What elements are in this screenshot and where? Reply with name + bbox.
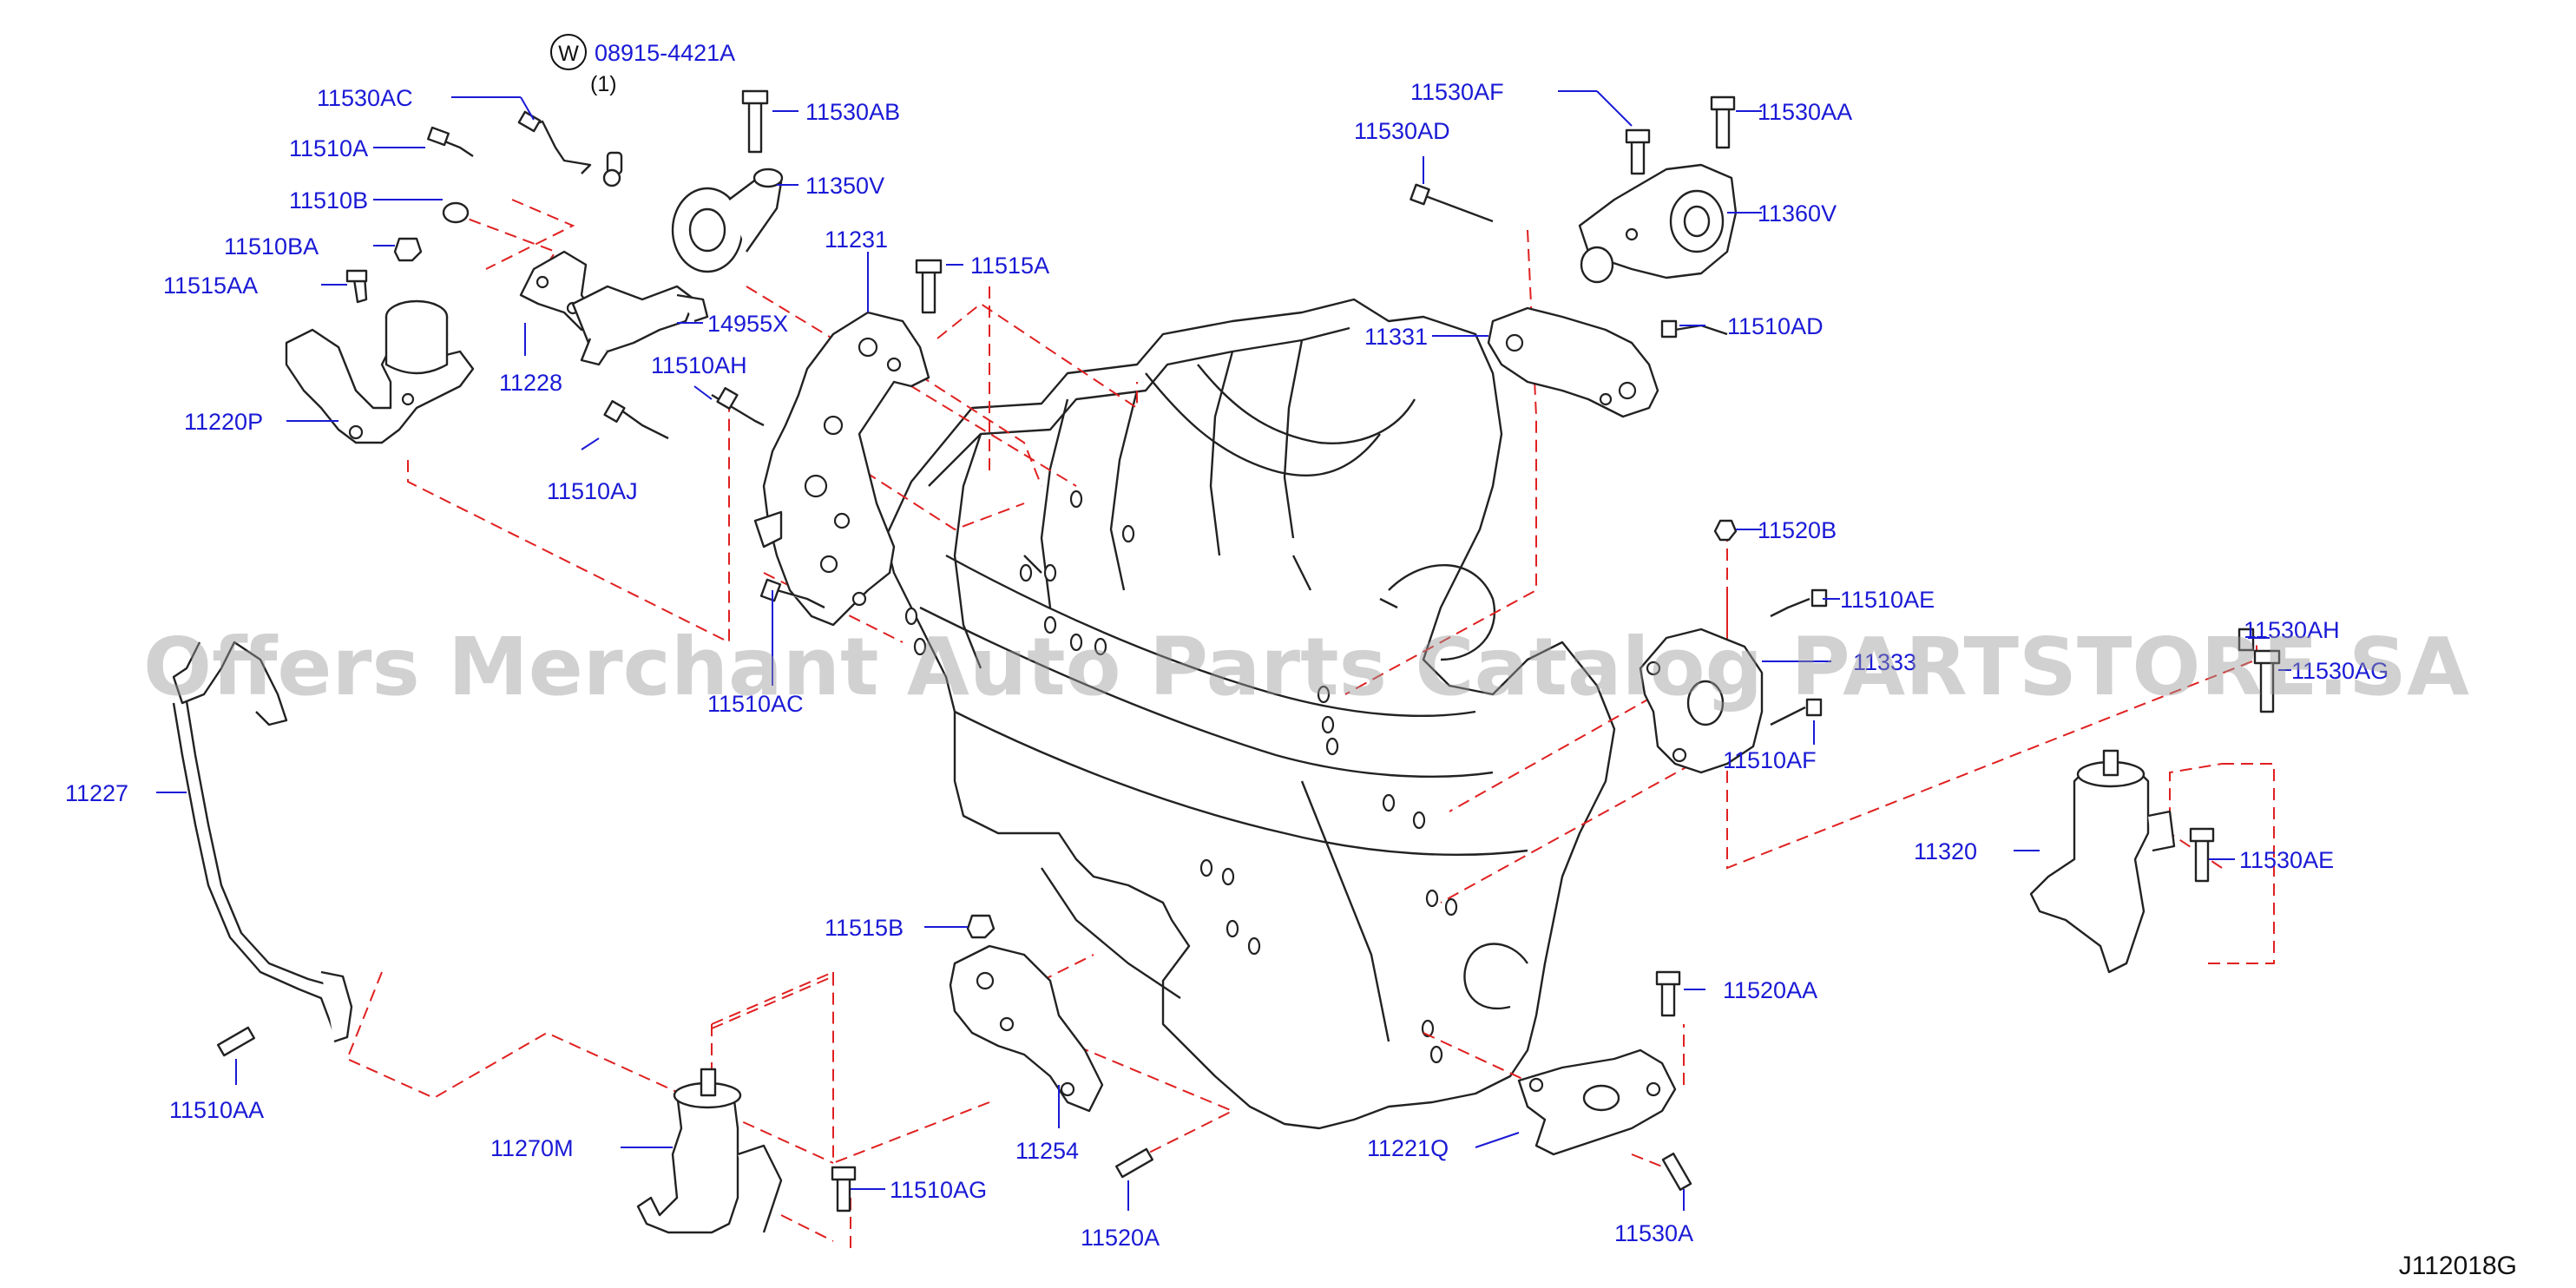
label-11510BA[interactable]: 11510BA bbox=[224, 233, 319, 260]
label-11231[interactable]: 11231 bbox=[825, 227, 888, 253]
label-11510AJ[interactable]: 11510AJ bbox=[547, 478, 638, 504]
label-11515A[interactable]: 11515A bbox=[970, 253, 1049, 279]
leader-lines bbox=[156, 90, 2291, 1211]
washer-symbol-letter: W bbox=[558, 42, 579, 66]
label-11530AC[interactable]: 11530AC bbox=[317, 85, 413, 111]
label-11254[interactable]: 11254 bbox=[1015, 1138, 1079, 1164]
part-11254-bracket bbox=[949, 944, 1104, 1113]
part-11270M-mount bbox=[636, 1068, 783, 1234]
label-11520B[interactable]: 11520B bbox=[1758, 517, 1837, 543]
label-11520AA[interactable]: 11520AA bbox=[1723, 977, 1817, 1003]
label-11515AA[interactable]: 11515AA bbox=[163, 273, 258, 299]
label-11530AF[interactable]: 11530AF bbox=[1410, 79, 1504, 105]
label-11510A[interactable]: 11510A bbox=[289, 135, 368, 161]
part-11220P-mount bbox=[285, 299, 475, 444]
label-11228[interactable]: 11228 bbox=[499, 370, 562, 396]
washer-part-number: 08915-4421A bbox=[595, 40, 735, 66]
label-11510AD[interactable]: 11510AD bbox=[1727, 313, 1824, 339]
part-11227-rod bbox=[172, 641, 353, 1043]
label-11221Q[interactable]: 11221Q bbox=[1367, 1135, 1449, 1161]
label-11510B[interactable]: 11510B bbox=[289, 187, 368, 214]
label-11270M[interactable]: 11270M bbox=[490, 1135, 574, 1161]
washer-symbol: W 08915-4421A (1) bbox=[550, 34, 735, 96]
label-11227[interactable]: 11227 bbox=[65, 780, 128, 806]
part-11350V-mount bbox=[671, 168, 784, 273]
part-11231-bracket bbox=[753, 311, 930, 627]
part-11333-mount bbox=[1639, 628, 1764, 774]
label-11530AH[interactable]: 11530AH bbox=[2244, 617, 2340, 643]
label-14955X[interactable]: 14955X bbox=[707, 311, 788, 337]
label-11510AC[interactable]: 11510AC bbox=[707, 691, 804, 717]
engine-block bbox=[884, 298, 1616, 1130]
label-11530AE[interactable]: 11530AE bbox=[2239, 847, 2334, 873]
part-11320-mount bbox=[2029, 749, 2176, 974]
fasteners bbox=[216, 89, 2281, 1212]
part-11360V-mount bbox=[1578, 163, 1738, 284]
label-11220P[interactable]: 11220P bbox=[184, 409, 263, 435]
connection-lines bbox=[345, 199, 2275, 1250]
label-11530A[interactable]: 11530A bbox=[1614, 1220, 1693, 1246]
label-11510AE[interactable]: 11510AE bbox=[1840, 587, 1935, 613]
watermark-text: Offers Merchant Auto Parts Catalog PARTS… bbox=[143, 621, 2469, 713]
washer-quantity: (1) bbox=[590, 72, 617, 96]
part-14955X-valve bbox=[571, 285, 709, 366]
label-11320[interactable]: 11320 bbox=[1914, 838, 1977, 864]
label-11530AG[interactable]: 11530AG bbox=[2291, 658, 2389, 684]
label-11510AF[interactable]: 11510AF bbox=[1723, 747, 1817, 773]
part-11221Q-mount bbox=[1517, 1048, 1677, 1156]
label-11515B[interactable]: 11515B bbox=[825, 915, 904, 941]
label-11530AD[interactable]: 11530AD bbox=[1354, 118, 1450, 144]
part-labels: 11530AC 11510A 11510B 11510BA 11515AA 11… bbox=[65, 79, 2389, 1251]
label-11333[interactable]: 11333 bbox=[1853, 649, 1916, 675]
diagram-code: J112018G bbox=[2399, 1252, 2517, 1280]
label-11360V[interactable]: 11360V bbox=[1758, 200, 1837, 227]
label-11510AA[interactable]: 11510AA bbox=[169, 1097, 264, 1123]
label-11530AB[interactable]: 11530AB bbox=[805, 99, 900, 125]
label-11510AH[interactable]: 11510AH bbox=[651, 352, 747, 378]
label-11520A[interactable]: 11520A bbox=[1081, 1225, 1160, 1251]
label-11510AG[interactable]: 11510AG bbox=[890, 1177, 987, 1203]
engine-holes bbox=[904, 490, 1458, 1064]
label-11530AA[interactable]: 11530AA bbox=[1758, 99, 1852, 125]
part-11331-bracket bbox=[1487, 306, 1659, 418]
label-11331[interactable]: 11331 bbox=[1364, 324, 1428, 350]
label-11350V[interactable]: 11350V bbox=[805, 173, 884, 199]
